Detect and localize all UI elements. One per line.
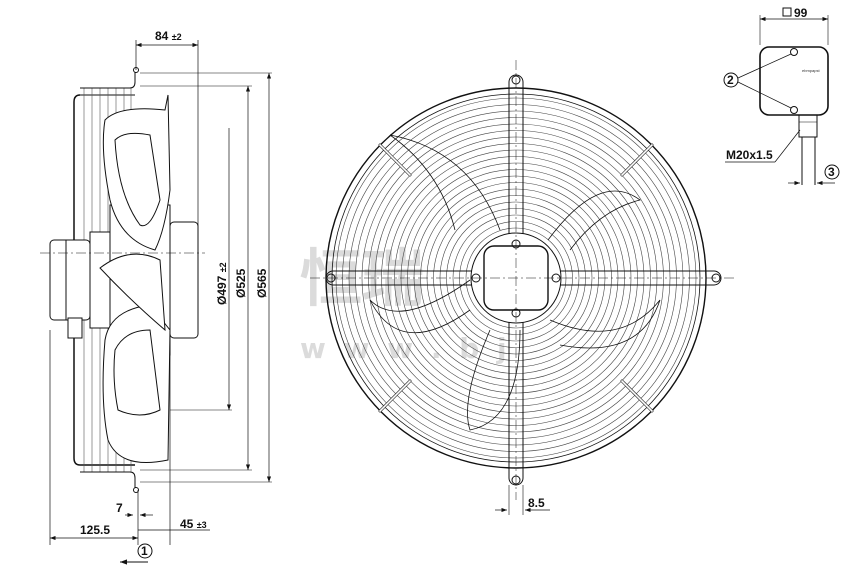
watermark-url: w w w . b j xyxy=(300,332,511,365)
terminal-box xyxy=(723,7,840,186)
callout-1: 1 xyxy=(141,544,148,558)
callout-3: 3 xyxy=(828,165,835,179)
dim-dia-565: Ø565 xyxy=(255,268,269,298)
dim-99: 99 xyxy=(794,6,808,20)
callout-2: 2 xyxy=(727,73,734,87)
thread-label: M20x1.5 xyxy=(726,148,773,162)
guard-ring xyxy=(452,214,580,342)
dim-7: 7 xyxy=(116,501,123,515)
dim-dia-525: Ø525 xyxy=(234,268,248,298)
dim-dia-497: Ø497 ±2 xyxy=(215,262,229,305)
side-view xyxy=(40,40,272,565)
front-view xyxy=(310,60,735,515)
side-view-labels: 84 ±2 Ø497 ±2 Ø525 Ø565 7 125.5 45 ±3 1 xyxy=(80,29,269,558)
dim-8-5: 8.5 xyxy=(528,496,545,510)
dim-125-5: 125.5 xyxy=(80,523,110,537)
dim-84: 84 ±2 xyxy=(155,29,182,43)
guard-ring xyxy=(381,143,651,413)
brand-logo: ebmpapst xyxy=(802,68,820,73)
terminal-box-labels: 99 2 3 M20x1.5 ebmpapst xyxy=(726,6,835,179)
dim-45: 45 ±3 xyxy=(180,517,207,531)
